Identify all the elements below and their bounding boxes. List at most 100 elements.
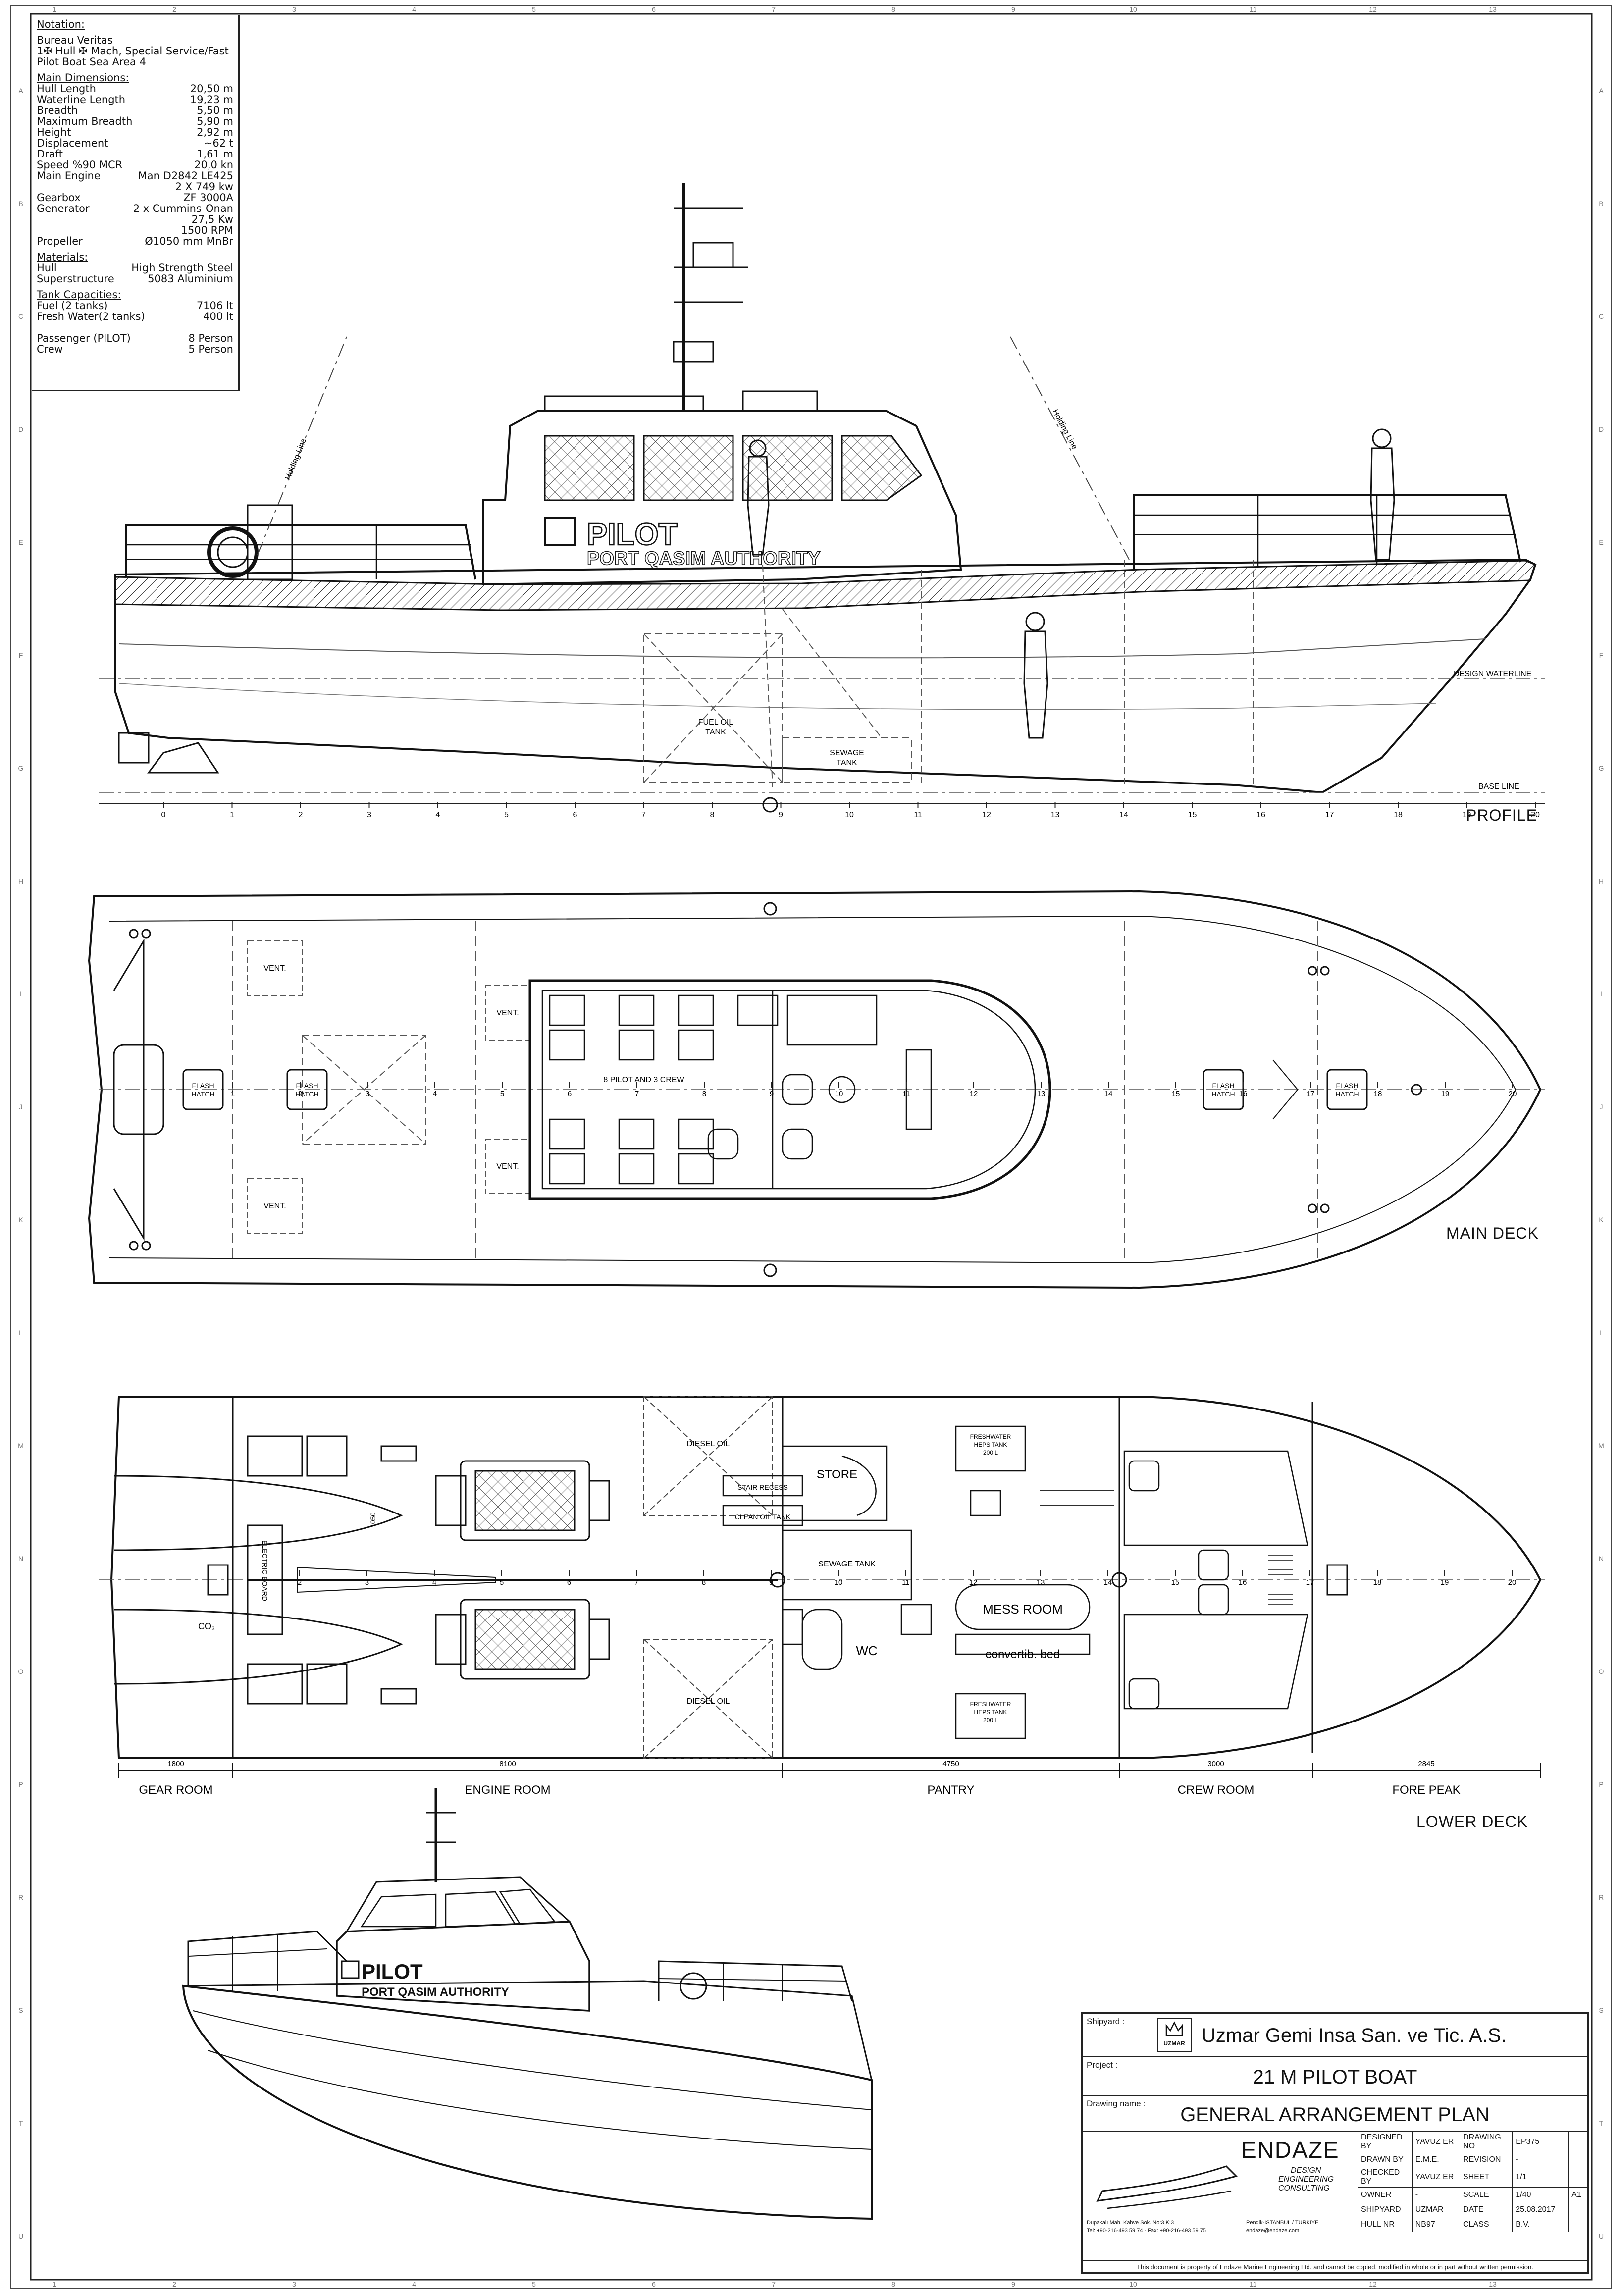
dimension-value: 2 x Cummins-Onan — [133, 203, 233, 214]
material-label: Hull — [37, 262, 57, 274]
dimension-fore-peak: 2845 — [1418, 1760, 1434, 1768]
profile-frame-number: 8 — [710, 811, 715, 819]
tank-label: Fuel (2 tanks) — [37, 300, 108, 312]
lower-deck-frame-number: 15 — [1171, 1578, 1180, 1587]
profile-frame-number: 5 — [504, 811, 509, 819]
perspective-view: PILOT PORT QASIM AUTHORITY — [182, 1788, 873, 2220]
sewage-tank-label-2: TANK — [837, 759, 857, 767]
fuel-tank-label-2: TANK — [705, 728, 726, 736]
holding-line-label-fwd: Holding Line — [1050, 408, 1079, 451]
dimension-label: Draft — [37, 148, 63, 160]
main-deck-frame-number: 13 — [1037, 1090, 1046, 1098]
lower-deck-frame-number: 5 — [500, 1578, 504, 1587]
profile-frame-number: 2 — [299, 811, 303, 819]
dimension-value: 1,61 m — [197, 148, 233, 160]
holding-line-label-aft: Holding Line — [284, 437, 308, 481]
border-row-marker: E — [18, 538, 23, 546]
person-count-label: Passenger (PILOT) — [37, 332, 131, 344]
border-row-marker: U — [18, 2232, 23, 2240]
border-row-marker: J — [1600, 1103, 1603, 1111]
freshwater-tank-2b: HEPS TANK — [974, 1709, 1007, 1716]
freshwater-tank-1c: 200 L — [983, 1449, 998, 1456]
title-block-cell: REVISION — [1460, 2152, 1513, 2167]
main-deck-frame-number: 11 — [902, 1090, 910, 1098]
border-row-marker: G — [1599, 764, 1604, 772]
border-row-marker: E — [1599, 538, 1603, 546]
section-engine-room: ENGINE ROOM — [465, 1783, 550, 1797]
shipyard-name: Uzmar Gemi Insa San. ve Tic. A.S. — [1202, 2025, 1507, 2046]
border-row-marker: T — [19, 2119, 23, 2127]
dimension-label: Maximum Breadth — [37, 115, 133, 127]
designer-logo: ENDAZE — [1241, 2137, 1340, 2163]
lower-deck-frame-number: 18 — [1373, 1578, 1382, 1587]
border-row-marker: S — [1599, 2006, 1603, 2014]
main-deck-frame-number: 9 — [770, 1090, 774, 1098]
border-row-marker: G — [18, 764, 24, 772]
border-row-marker: O — [18, 1668, 24, 1675]
border-row-marker: P — [18, 1780, 23, 1788]
sewage-tank-label: SEWAGE TANK — [818, 1560, 876, 1568]
address-left-1: Dupakalı Mah. Kahve Sok. No:3 K:3 — [1087, 2220, 1174, 2226]
title-block-cell: 1/40 — [1512, 2187, 1569, 2202]
main-deck-frame-number: 1 — [231, 1090, 235, 1098]
flash-hatch-label-3a: FLASH — [1212, 1082, 1234, 1090]
co2-label: CO₂ — [198, 1621, 215, 1631]
main-deck-frame-number: 4 — [433, 1090, 437, 1098]
profile-frame-number: 17 — [1325, 811, 1334, 819]
title-block-cell — [1568, 2152, 1587, 2167]
flash-hatch-label-1a: FLASH — [192, 1082, 214, 1090]
vent-label-4: VENT. — [496, 1162, 519, 1171]
profile-frame-number: 9 — [779, 811, 783, 819]
lower-deck-frame-number: 6 — [567, 1578, 571, 1587]
border-column-marker: 9 — [1011, 2280, 1015, 2288]
dimension-value: 2,92 m — [197, 126, 233, 138]
profile-frame-number: 6 — [573, 811, 577, 819]
border-column-marker: 5 — [532, 5, 536, 13]
dimension-value: ~62 t — [204, 137, 233, 149]
main-deck-frame-number: 19 — [1441, 1090, 1450, 1098]
border-column-marker: 8 — [891, 2280, 895, 2288]
generator — [247, 1435, 417, 1705]
tank-row: Fuel (2 tanks)7106 lt — [37, 300, 233, 311]
main-deck-hull-outline — [88, 890, 1542, 1289]
lower-deck-view: ELECTRIC BOARD 1050 CO₂ DIES — [99, 1396, 1545, 1797]
shipyard-logo-text: UZMAR — [1163, 2040, 1185, 2047]
profile-frame-number: 16 — [1256, 811, 1265, 819]
designer-logo-area: ENDAZE DESIGN ENGINEERING CONSULTING Dup… — [1083, 2132, 1358, 2246]
main-deck-frame-number: 2 — [298, 1090, 302, 1098]
clean-oil-tank-label: CLEAN OIL TANK — [735, 1513, 791, 1521]
designer-tagline-1: DESIGN — [1291, 2166, 1321, 2175]
drawing-name-label: Drawing name : — [1087, 2099, 1146, 2108]
vent-label-2: VENT. — [263, 1202, 286, 1210]
person-count-row: Passenger (PILOT)8 Person — [37, 333, 233, 344]
lower-deck-frame-number: 2 — [298, 1578, 302, 1587]
flash-hatch-label-4a: FLASH — [1336, 1082, 1358, 1090]
main-deck-frame-number: 5 — [500, 1090, 504, 1098]
base-line-label: BASE LINE — [1478, 783, 1519, 791]
dimension-label: Propeller — [37, 235, 83, 247]
disclaimer: This document is property of Endaze Mari… — [1083, 2260, 1587, 2271]
mess-room-label: MESS ROOM — [983, 1602, 1063, 1617]
dimension-value: 19,23 m — [190, 94, 233, 105]
main-deck-frame-number: 12 — [970, 1090, 978, 1098]
ship-logo-icon — [1096, 2165, 1238, 2209]
profile-frame-number: 12 — [982, 811, 991, 819]
dimension-value: Ø1050 mm MnBr — [145, 235, 233, 247]
border-row-marker: J — [19, 1103, 23, 1111]
paper-size: A1 — [1568, 2187, 1587, 2202]
border-row-marker: O — [1599, 1668, 1604, 1675]
main-deck-frame-number: 8 — [702, 1090, 706, 1098]
lower-deck-frame-number: 19 — [1441, 1578, 1449, 1587]
profile-frame-number: 13 — [1051, 811, 1060, 819]
dimension-label: Displacement — [37, 137, 108, 149]
stair-recess-label: STAIR RECESS — [737, 1483, 788, 1491]
border-row-marker: R — [18, 1893, 23, 1901]
